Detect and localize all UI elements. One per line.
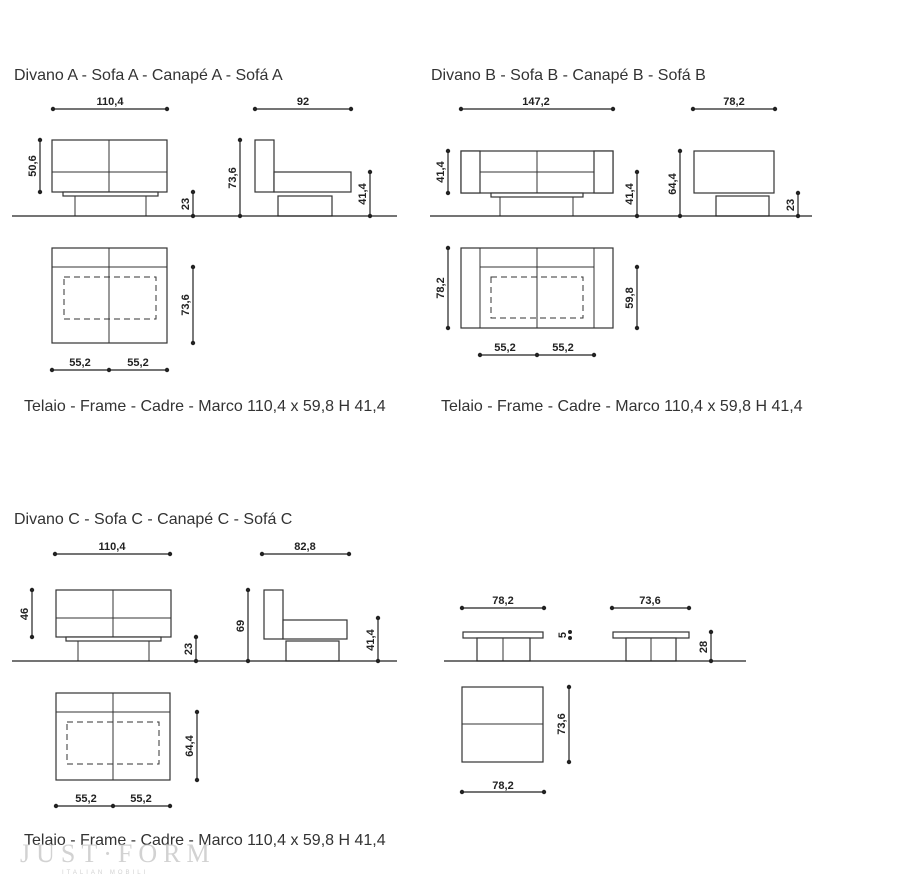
watermark-logo: JUST·FORM ITALIAN MOBILI <box>20 839 216 876</box>
sofa-c-frame-spec: Telaio - Frame - Cadre - Marco 110,4 x 5… <box>24 832 386 849</box>
sofa-a-side-depth: 92 <box>297 96 309 108</box>
sofa-b-plan-inner-depth: 59,8 <box>624 287 636 308</box>
sofa-a-plan-seat-left: 55,2 <box>69 357 90 369</box>
sofa-a-title: Divano A - Sofa A - Canapé A - Sofá A <box>14 67 283 84</box>
sofa-c-plan-view: 64,4 55,2 55,2 <box>53 692 200 809</box>
table-plan-depth: 73,6 <box>556 713 568 734</box>
sofa-c-side-depth: 82,8 <box>294 541 315 553</box>
sofa-b-plan-seat-right: 55,2 <box>552 342 573 354</box>
sofa-a-side-height: 73,6 <box>227 167 239 188</box>
table-front-view: 78,2 5 <box>459 595 572 662</box>
sofa-a-plan-depth: 73,6 <box>180 294 192 315</box>
sofa-b-plan-view: 78,2 59,8 55,2 55,2 <box>435 245 640 358</box>
table-plan-view: 73,6 78,2 <box>459 684 572 795</box>
sofa-b-plan-seat-left: 55,2 <box>494 342 515 354</box>
sofa-c-front-height: 46 <box>19 608 31 620</box>
sofa-a-front-width: 110,4 <box>97 96 125 108</box>
sofa-b-side-view: 78,2 64,4 23 <box>667 96 801 219</box>
sofa-a-side-seat-height: 41,4 <box>357 182 369 204</box>
table-front-width: 78,2 <box>492 595 513 607</box>
sofa-b-plan-depth: 78,2 <box>435 277 447 298</box>
sofa-c-front-width: 110,4 <box>99 541 127 553</box>
sofa-b-frame-spec: Telaio - Frame - Cadre - Marco 110,4 x 5… <box>441 398 803 415</box>
table-side-depth: 73,6 <box>639 595 660 607</box>
table-height: 28 <box>698 641 710 653</box>
sofa-b-front-view: 147,2 41,4 41,4 <box>435 96 640 219</box>
sofa-b-section: Divano B - Sofa B - Canapé B - Sofá B 14… <box>430 67 812 415</box>
table-section: 78,2 5 73,6 28 73,6 <box>444 595 746 795</box>
sofa-a-plan-view: 73,6 55,2 55,2 <box>49 247 196 373</box>
sofa-b-side-height: 64,4 <box>667 172 679 194</box>
sofa-a-leg-height: 23 <box>180 198 192 210</box>
sofa-b-side-depth: 78,2 <box>723 96 744 108</box>
sofa-c-title: Divano C - Sofa C - Canapé C - Sofá C <box>14 511 292 528</box>
table-side-view: 73,6 28 <box>609 595 714 664</box>
sofa-b-title: Divano B - Sofa B - Canapé B - Sofá B <box>431 67 706 84</box>
sofa-c-side-seat-height: 41,4 <box>365 628 377 650</box>
sofa-c-plan-seat-right: 55,2 <box>130 793 151 805</box>
sofa-c-plan-depth: 64,4 <box>184 734 196 756</box>
sofa-a-frame-spec: Telaio - Frame - Cadre - Marco 110,4 x 5… <box>24 398 386 415</box>
sofa-a-plan-seat-right: 55,2 <box>127 357 148 369</box>
table-plan-width: 78,2 <box>492 780 513 792</box>
watermark-tagline: ITALIAN MOBILI <box>62 870 148 876</box>
sofa-a-front-view: 110,4 50,6 23 <box>27 96 196 219</box>
sofa-b-leg-height: 23 <box>785 199 797 211</box>
sofa-b-front-height: 41,4 <box>435 160 447 182</box>
sofa-c-plan-seat-left: 55,2 <box>75 793 96 805</box>
table-top-thickness: 5 <box>557 632 569 638</box>
sofa-c-side-view: 82,8 69 41,4 <box>235 541 381 664</box>
sofa-c-side-height: 69 <box>235 620 247 632</box>
sofa-b-front-width: 147,2 <box>522 96 550 108</box>
sofa-a-front-height: 50,6 <box>27 155 39 176</box>
sofa-a-side-view: 92 73,6 41,4 <box>227 96 373 219</box>
sofa-c-leg-height: 23 <box>183 643 195 655</box>
sofa-a-section: Divano A - Sofa A - Canapé A - Sofá A 11… <box>12 67 397 415</box>
watermark-brand: JUST·FORM <box>20 839 216 868</box>
sofa-c-front-view: 110,4 46 23 <box>19 541 199 664</box>
sofa-b-front-seat-height: 41,4 <box>624 182 636 204</box>
sofa-c-section: Divano C - Sofa C - Canapé C - Sofá C 11… <box>12 511 397 849</box>
